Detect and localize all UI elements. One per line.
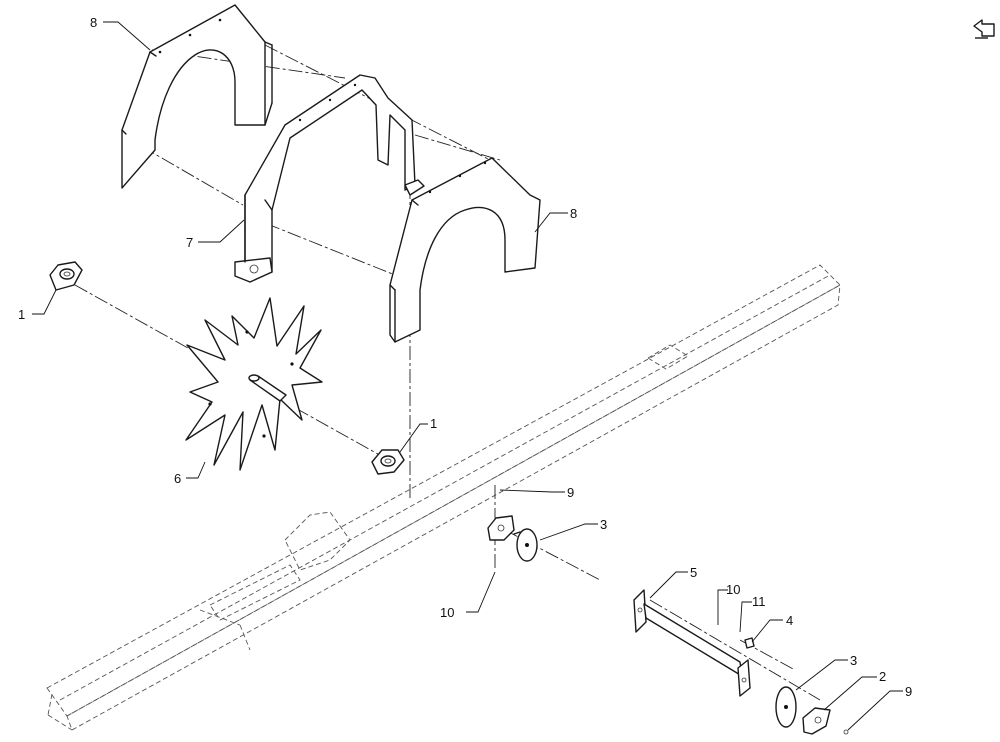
callout-9-centre: 9	[567, 485, 574, 500]
callout-5: 5	[690, 565, 697, 580]
guard-right-part-8	[389, 157, 541, 343]
callout-labels: 8 1 1 7 8 6 9 3 10 5 10 11 4 3 2 9	[18, 15, 912, 699]
callout-9-right: 9	[905, 684, 912, 699]
hub-assembly-right	[744, 637, 849, 735]
callout-3-right: 3	[850, 653, 857, 668]
centre-lines	[74, 44, 821, 701]
callout-8-right: 8	[570, 206, 577, 221]
bearing-part-1-left	[49, 261, 83, 291]
guard-left-part-8	[121, 4, 273, 189]
callout-6: 6	[174, 471, 181, 486]
callout-leaders	[32, 21, 903, 731]
callout-3-centre: 3	[600, 517, 607, 532]
callout-8-left: 8	[90, 15, 97, 30]
callout-4: 4	[786, 613, 793, 628]
callout-10-centre: 10	[440, 605, 454, 620]
callout-11: 11	[752, 594, 766, 609]
bracket-part-7	[234, 74, 425, 283]
callout-1-right: 1	[430, 416, 437, 431]
hub-assembly-centre	[487, 515, 538, 562]
callout-1-left: 1	[18, 307, 25, 322]
star-wheel-part-6	[185, 297, 323, 471]
callout-7: 7	[186, 235, 193, 250]
axle-part-5	[633, 589, 751, 697]
return-arrow-icon[interactable]	[973, 19, 995, 39]
callout-10-right: 10	[726, 582, 740, 597]
bearing-part-1-right	[371, 449, 405, 475]
frame-beam	[46, 264, 841, 731]
callout-2: 2	[879, 669, 886, 684]
